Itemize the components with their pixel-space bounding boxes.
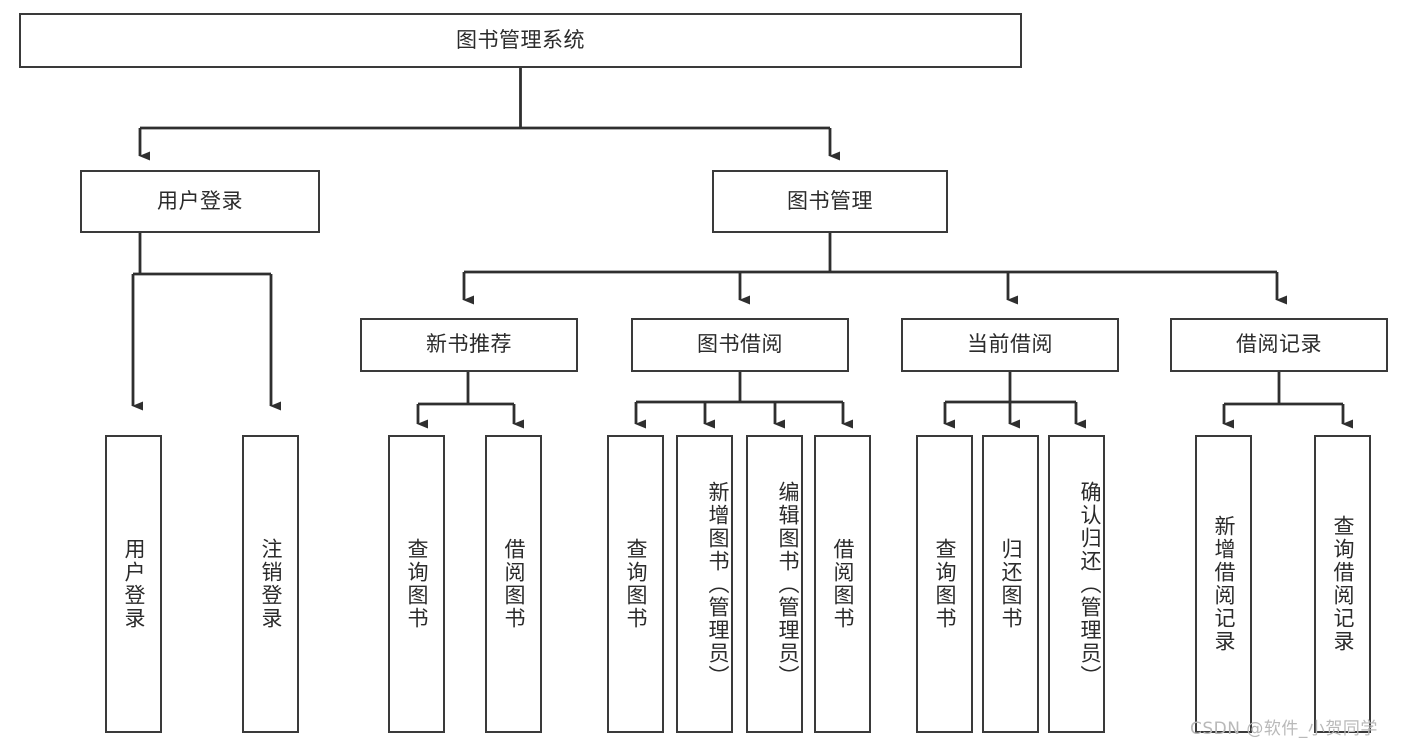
- node-leaf-query-book-3[interactable]: 查询图书: [916, 435, 973, 733]
- node-leaf-borrow-book-2[interactable]: 借阅图书: [814, 435, 871, 733]
- node-current-borrow[interactable]: 当前借阅: [901, 318, 1119, 372]
- node-leaf-user-login[interactable]: 用户登录: [105, 435, 162, 733]
- node-borrow-record[interactable]: 借阅记录: [1170, 318, 1388, 372]
- node-leaf-add-record[interactable]: 新增借阅记录: [1195, 435, 1252, 733]
- node-book-manage[interactable]: 图书管理: [712, 170, 948, 233]
- node-user-login[interactable]: 用户登录: [80, 170, 320, 233]
- node-leaf-return-book[interactable]: 归还图书: [982, 435, 1039, 733]
- node-leaf-add-book[interactable]: 新增图书（管理员）: [676, 435, 733, 733]
- node-leaf-query-book-1[interactable]: 查询图书: [388, 435, 445, 733]
- node-leaf-confirm-return[interactable]: 确认归还（管理员）: [1048, 435, 1105, 733]
- node-leaf-query-book-2[interactable]: 查询图书: [607, 435, 664, 733]
- node-leaf-borrow-book-1[interactable]: 借阅图书: [485, 435, 542, 733]
- node-new-book-recommend[interactable]: 新书推荐: [360, 318, 578, 372]
- node-leaf-edit-book[interactable]: 编辑图书（管理员）: [746, 435, 803, 733]
- node-leaf-query-record[interactable]: 查询借阅记录: [1314, 435, 1371, 733]
- node-leaf-user-logout[interactable]: 注销登录: [242, 435, 299, 733]
- node-book-borrow[interactable]: 图书借阅: [631, 318, 849, 372]
- watermark-label: CSDN @软件_小贺同学: [1190, 719, 1378, 739]
- node-root[interactable]: 图书管理系统: [19, 13, 1022, 68]
